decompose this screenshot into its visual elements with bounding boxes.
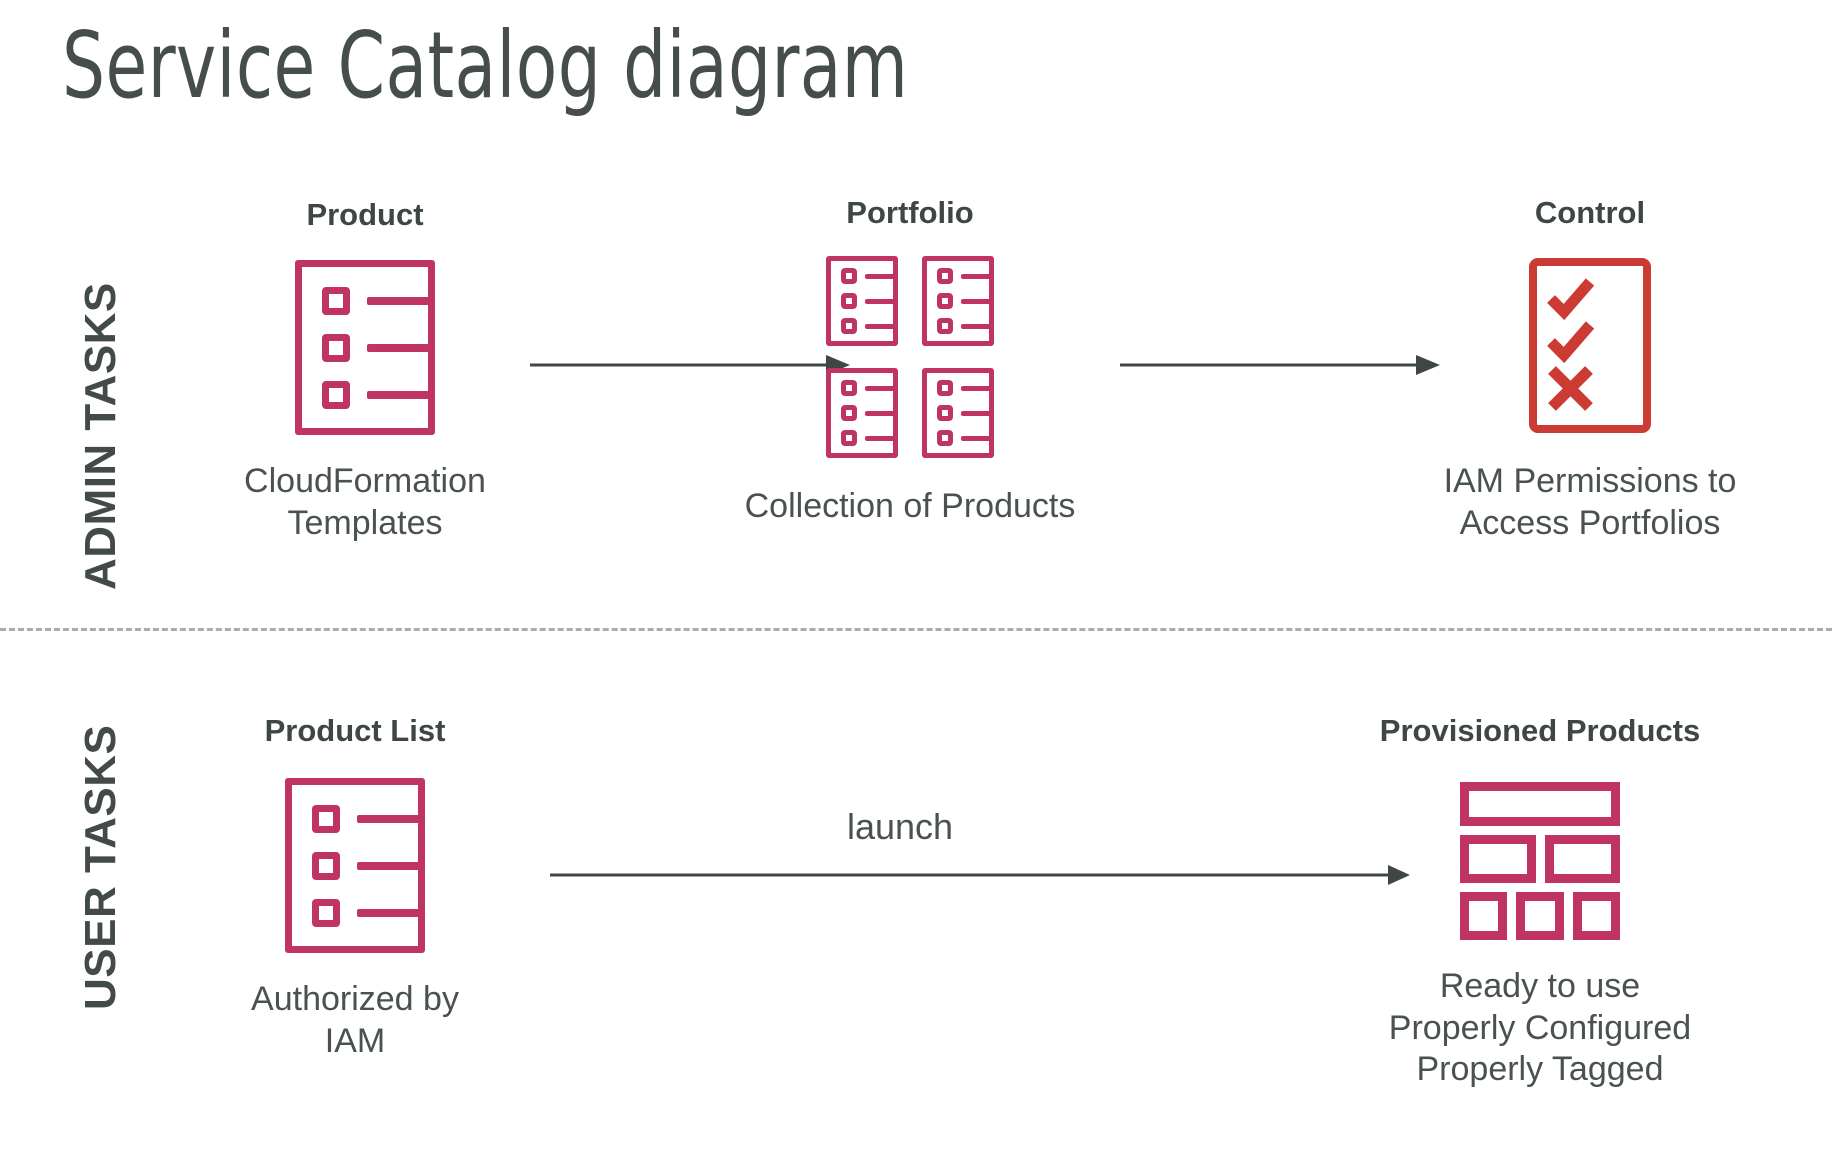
doc-row [841, 293, 895, 310]
block-icon [1460, 782, 1620, 827]
line-glyph [865, 435, 895, 441]
checkbox-icon [937, 318, 953, 335]
node-product-list-caption: Authorized by IAM [251, 980, 459, 1060]
checkbox-icon [312, 851, 340, 880]
section-divider [0, 628, 1832, 631]
prov-row [1460, 782, 1620, 827]
node-product-list[interactable]: Product List Authorized by IAM [230, 713, 480, 1062]
checkbox-icon [841, 318, 857, 335]
checkbox-icon [322, 380, 350, 409]
node-control[interactable]: Control IAM Permissions to Access Portfo… [1420, 195, 1760, 544]
doc-row [841, 405, 895, 422]
product-list-icon [230, 778, 480, 954]
doc-row [841, 318, 895, 335]
page-title: Service Catalog diagram [62, 12, 909, 119]
line-glyph [865, 410, 895, 416]
line-glyph [367, 296, 429, 305]
node-product-caption: CloudFormation Templates [244, 462, 486, 542]
doc-row [937, 380, 991, 397]
check-icon [1547, 321, 1595, 364]
checkbox-icon [841, 268, 857, 285]
line-glyph [357, 814, 419, 823]
doc-row [322, 333, 429, 362]
check-icon [1547, 278, 1595, 321]
arrow-list-to-provisioned [550, 860, 1410, 895]
node-portfolio-caption: Collection of Products [744, 487, 1076, 526]
portfolio-item [922, 368, 994, 459]
checkbox-icon [841, 405, 857, 422]
node-control-title: Control [1534, 195, 1646, 230]
checkbox-icon [937, 268, 953, 285]
line-glyph [357, 861, 419, 870]
line-glyph [357, 908, 419, 917]
line-glyph [865, 323, 895, 329]
doc-row [322, 380, 429, 409]
node-provisioned-products-caption: Ready to use Properly Configured Properl… [1388, 967, 1692, 1089]
checkbox-icon [937, 380, 953, 397]
node-control-caption: IAM Permissions to Access Portfolios [1443, 462, 1737, 542]
doc-row [841, 268, 895, 285]
portfolio-item [826, 368, 898, 459]
portfolio-icon [700, 256, 1120, 459]
node-provisioned-products[interactable]: Provisioned Products Ready to use Proper… [1340, 713, 1740, 1091]
product-icon [240, 260, 490, 436]
block-icon [1516, 892, 1564, 941]
node-product-title: Product [306, 197, 424, 232]
cross-icon [1548, 366, 1593, 411]
block-icon [1544, 835, 1620, 884]
doc-row [312, 898, 419, 927]
section-label-admin-tasks: ADMIN TASKS [76, 282, 125, 590]
doc-row [937, 430, 991, 447]
portfolio-item [826, 256, 898, 347]
doc-row [937, 268, 991, 285]
checkbox-icon [312, 804, 340, 833]
checkbox-icon [841, 430, 857, 447]
section-label-user-tasks: USER TASKS [76, 724, 125, 1010]
checkbox-icon [322, 286, 350, 315]
line-glyph [865, 385, 895, 391]
doc-row [937, 405, 991, 422]
line-glyph [865, 298, 895, 304]
block-icon [1460, 835, 1536, 884]
line-glyph [961, 273, 991, 279]
prov-row [1460, 835, 1620, 884]
portfolio-item [922, 256, 994, 347]
doc-row [937, 293, 991, 310]
arrow-portfolio-to-control [1120, 350, 1440, 385]
doc-row [937, 318, 991, 335]
line-glyph [961, 298, 991, 304]
arrow-launch-label: launch [846, 806, 954, 847]
doc-row [322, 286, 429, 315]
line-glyph [865, 273, 895, 279]
line-glyph [961, 385, 991, 391]
doc-row [312, 804, 419, 833]
node-portfolio-title: Portfolio [846, 195, 974, 230]
checkbox-icon [312, 898, 340, 927]
checkbox-icon [937, 430, 953, 447]
checkbox-icon [322, 333, 350, 362]
checkbox-icon [937, 293, 953, 310]
checkbox-icon [841, 380, 857, 397]
line-glyph [961, 323, 991, 329]
line-glyph [961, 410, 991, 416]
node-product-list-title: Product List [264, 713, 446, 748]
block-icon [1572, 892, 1620, 941]
block-icon [1460, 892, 1508, 941]
node-product[interactable]: Product CloudFormation Templates [240, 197, 490, 544]
line-glyph [367, 343, 429, 352]
checkbox-icon [937, 405, 953, 422]
control-icon [1420, 258, 1760, 434]
doc-row [841, 430, 895, 447]
line-glyph [367, 390, 429, 399]
node-portfolio[interactable]: Portfolio Collecti [700, 195, 1120, 528]
prov-row [1460, 892, 1620, 941]
node-provisioned-products-title: Provisioned Products [1379, 713, 1701, 748]
provisioned-products-icon [1340, 782, 1740, 941]
checkbox-icon [841, 293, 857, 310]
line-glyph [961, 435, 991, 441]
doc-row [312, 851, 419, 880]
doc-row [841, 380, 895, 397]
